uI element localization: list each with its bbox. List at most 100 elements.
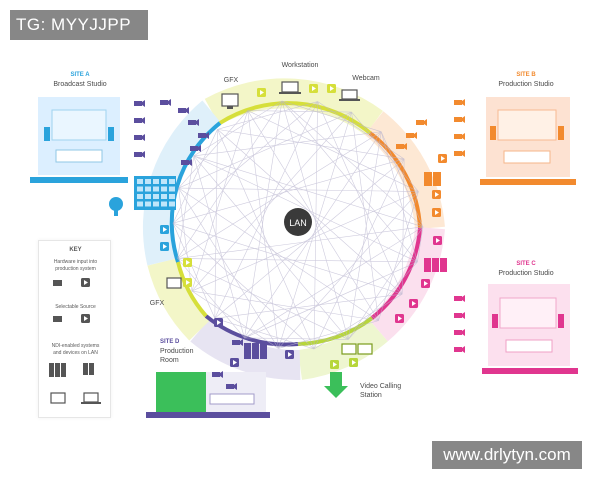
label-webcam: Webcam bbox=[352, 75, 380, 82]
site-d-name-2: Room bbox=[160, 357, 179, 364]
mesh-line bbox=[177, 258, 418, 263]
camera-icon bbox=[190, 145, 201, 152]
laptop-icon bbox=[83, 392, 99, 403]
blue-switcher-panel bbox=[109, 176, 176, 216]
label-video-calling-1: Video Calling bbox=[360, 383, 401, 390]
mesh-line bbox=[214, 293, 403, 319]
mesh-line bbox=[191, 110, 249, 292]
mesh-line bbox=[401, 158, 405, 295]
mesh-line bbox=[193, 131, 382, 157]
mesh-line bbox=[247, 110, 419, 192]
mesh-line bbox=[348, 261, 418, 340]
mesh-line bbox=[214, 101, 318, 319]
rack-icon bbox=[432, 258, 439, 272]
camera-icon bbox=[134, 151, 145, 158]
laptop-icon bbox=[341, 89, 358, 100]
camera-icon bbox=[406, 132, 417, 139]
mesh-line bbox=[214, 158, 405, 319]
rack-icon bbox=[260, 343, 267, 359]
camera-icon bbox=[53, 316, 62, 322]
mesh-line bbox=[214, 317, 315, 350]
monitor-icon bbox=[50, 392, 66, 404]
camera-icon bbox=[454, 312, 465, 319]
watermark-top: TG: MYYJJPP bbox=[10, 10, 148, 40]
site-a-tag: SITE A bbox=[70, 72, 90, 78]
camera-icon bbox=[454, 99, 465, 106]
mesh-line bbox=[191, 290, 279, 349]
mesh-line bbox=[313, 101, 318, 349]
rack-icon bbox=[424, 172, 432, 186]
key-title: KEY bbox=[69, 247, 82, 253]
camera-icon bbox=[198, 132, 209, 139]
mesh-line bbox=[178, 187, 379, 321]
top-devices bbox=[221, 81, 360, 109]
mesh-line bbox=[178, 187, 279, 349]
camera-icon bbox=[181, 159, 192, 166]
mesh-line bbox=[172, 222, 315, 350]
camera-icon bbox=[454, 329, 465, 336]
mesh-line bbox=[313, 158, 405, 350]
rack-icon bbox=[252, 343, 259, 359]
mesh-line bbox=[177, 100, 283, 259]
camera-icon bbox=[454, 133, 465, 140]
mesh-line bbox=[191, 111, 352, 292]
site-c-tag: SITE C bbox=[516, 261, 536, 267]
mesh-line bbox=[351, 112, 379, 321]
satellite-dish-icon bbox=[109, 197, 123, 211]
left-play-icons bbox=[160, 225, 192, 289]
site-b-tag: SITE B bbox=[516, 72, 536, 78]
mesh-line bbox=[317, 101, 403, 295]
mesh-line bbox=[191, 290, 379, 321]
mesh-line bbox=[177, 226, 424, 259]
arrow-down-icon bbox=[324, 372, 348, 398]
mesh-line bbox=[247, 110, 352, 113]
mesh-line bbox=[244, 337, 349, 340]
camera-icon bbox=[134, 100, 145, 107]
site-b-name: Production Studio bbox=[498, 81, 553, 88]
rack-icon bbox=[244, 343, 251, 359]
pink-racks bbox=[395, 236, 447, 323]
mesh-line bbox=[214, 129, 218, 319]
rack-icon bbox=[83, 363, 88, 375]
site-d-tag: SITE D bbox=[160, 339, 180, 345]
camera-icon bbox=[396, 143, 407, 150]
camera-icon bbox=[53, 280, 62, 286]
mesh-line bbox=[172, 223, 216, 319]
label-gfx-top: GFX bbox=[224, 77, 239, 84]
camera-icon bbox=[212, 371, 223, 378]
camera-icon bbox=[232, 339, 243, 346]
rack-icon bbox=[440, 258, 447, 272]
mesh-line bbox=[193, 155, 349, 340]
camera-icon bbox=[134, 117, 145, 124]
lan-label: LAN bbox=[289, 218, 307, 228]
key-hardware-1: Hardware input into bbox=[53, 259, 98, 265]
monitor-icon bbox=[221, 93, 239, 107]
camera-icon bbox=[178, 107, 189, 114]
mesh-line bbox=[351, 111, 419, 192]
site-a: SITE A Broadcast Studio bbox=[30, 72, 128, 183]
mesh-line bbox=[380, 131, 418, 263]
camera-icon bbox=[454, 150, 465, 157]
purple-devices bbox=[214, 318, 294, 367]
camera-icon bbox=[134, 134, 145, 141]
site-d-name-1: Production bbox=[160, 348, 194, 355]
mesh-line bbox=[193, 100, 283, 157]
site-c-name: Production Studio bbox=[498, 270, 553, 277]
mesh-line bbox=[417, 226, 424, 262]
mesh-line bbox=[172, 158, 405, 224]
mesh-line bbox=[177, 131, 382, 259]
ring-segment-pink bbox=[367, 226, 445, 342]
key-panel: KEY Hardware input into production syste… bbox=[38, 240, 111, 418]
label-gfx-left: GFX bbox=[150, 300, 165, 307]
mesh-line bbox=[378, 191, 419, 321]
mesh-line bbox=[191, 191, 419, 292]
site-d: SITE D Production Room bbox=[146, 339, 270, 418]
ring-segment-yellow-left bbox=[147, 257, 212, 341]
mesh-line bbox=[177, 155, 195, 259]
watermark-bottom: www.drlytyn.com bbox=[432, 441, 582, 469]
key-selectable: Selectable Source bbox=[55, 304, 96, 310]
mesh-line bbox=[278, 191, 419, 349]
camera-icons bbox=[134, 99, 465, 390]
rack-icon bbox=[424, 258, 431, 272]
